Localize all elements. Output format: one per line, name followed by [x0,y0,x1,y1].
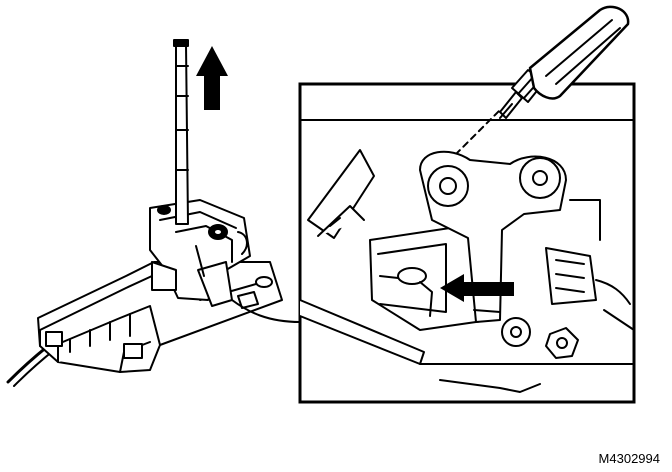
lock-pin-release-detail [298,82,636,404]
figure-reference-code: M4302994 [599,451,660,466]
push-arrow-left-icon [440,274,514,302]
shift-lever-assembly [6,39,283,387]
lift-arrow-up-icon [196,46,228,110]
shift-lever-rod [173,39,189,225]
lever-bracket [149,199,251,307]
base-housing [37,261,283,373]
screwdriver [499,5,630,119]
lock-pin [379,267,433,317]
detail-leader-line [231,299,301,323]
